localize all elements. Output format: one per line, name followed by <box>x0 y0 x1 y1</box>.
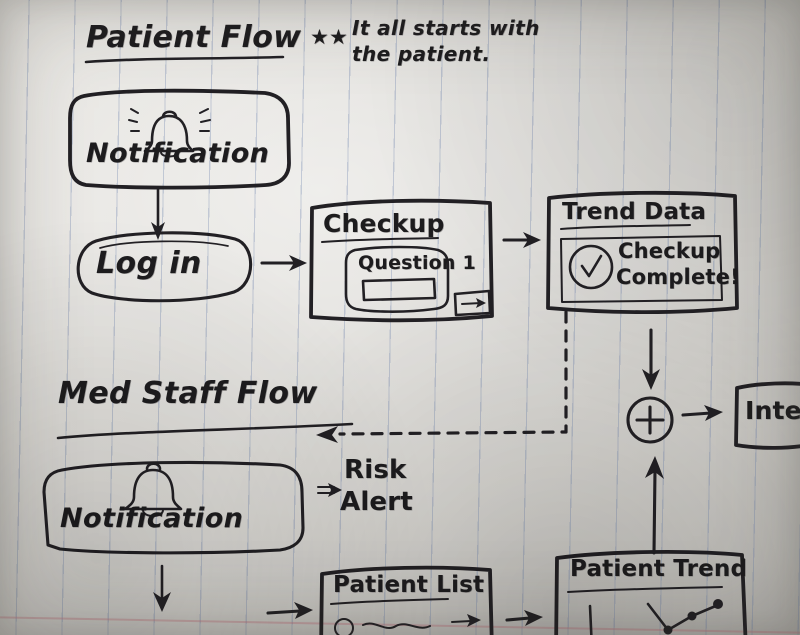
notification-staff-label: Notification <box>60 503 244 534</box>
note-line-1: It all starts with <box>352 16 540 40</box>
question-label: Question 1 <box>358 252 476 274</box>
patient-list-title: Patient List <box>333 572 485 598</box>
login-label: Log in <box>96 246 202 281</box>
integration-label: Inter <box>745 396 800 425</box>
checkup-complete-line-1: Checkup <box>618 239 721 263</box>
note-line-2: the patient. <box>352 42 491 66</box>
page-title-patient-flow: Patient Flow <box>86 20 302 55</box>
checkup-complete-line-2: Complete! <box>616 265 740 289</box>
trend-data-title: Trend Data <box>562 199 707 225</box>
risk-alert-line-2: Alert <box>340 487 413 517</box>
note-stars: ★★ <box>310 25 349 49</box>
notification-patient-label: Notification <box>86 138 270 169</box>
page-title-med-staff-flow: Med Staff Flow <box>58 376 318 411</box>
patient-trend-title: Patient Trend <box>570 556 748 582</box>
risk-alert-line-1: Risk <box>344 455 407 485</box>
checkup-title: Checkup <box>323 209 445 238</box>
